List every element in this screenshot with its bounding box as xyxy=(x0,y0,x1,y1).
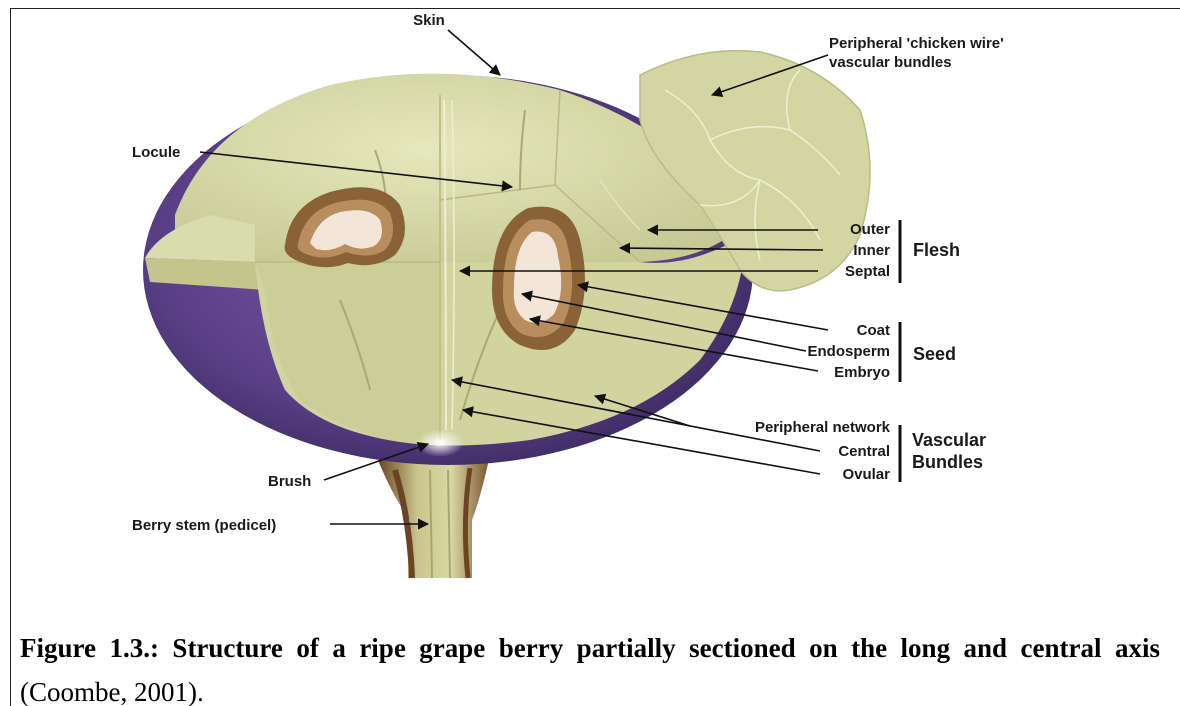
caption-citation: (Coombe, 2001). xyxy=(20,677,204,706)
label-seed-coat: Coat xyxy=(857,322,890,339)
label-seed-embryo: Embryo xyxy=(834,364,890,381)
group-label-seed: Seed xyxy=(913,344,956,364)
label-vascular-ovular: Ovular xyxy=(842,466,890,483)
grape-berry-diagram: Skin Peripheral 'chicken wire' vascular … xyxy=(0,0,1180,620)
arrow-skin xyxy=(448,30,500,75)
label-flesh-inner: Inner xyxy=(853,242,890,259)
label-vascular-peripheral-network: Peripheral network xyxy=(755,419,891,436)
label-locule: Locule xyxy=(132,144,180,161)
label-vascular-central: Central xyxy=(838,443,890,460)
label-berry-stem: Berry stem (pedicel) xyxy=(132,517,276,534)
label-chicken-wire-line2: vascular bundles xyxy=(829,54,952,71)
label-flesh-septal: Septal xyxy=(845,263,890,280)
seed-right xyxy=(492,207,585,350)
caption-bold: Figure 1.3.: Structure of a ripe grape b… xyxy=(20,633,1160,663)
label-brush: Brush xyxy=(268,473,311,490)
label-seed-endosperm: Endosperm xyxy=(807,343,890,360)
group-label-vascular-line2: Bundles xyxy=(912,452,983,472)
berry-stem xyxy=(378,455,490,578)
group-label-flesh: Flesh xyxy=(913,240,960,260)
label-chicken-wire-line1: Peripheral 'chicken wire' xyxy=(829,35,1004,52)
label-skin: Skin xyxy=(413,12,445,29)
figure-caption: Figure 1.3.: Structure of a ripe grape b… xyxy=(20,626,1160,706)
brush-glow xyxy=(416,429,464,457)
group-label-vascular-line1: Vascular xyxy=(912,430,986,450)
label-flesh-outer: Outer xyxy=(850,221,890,238)
